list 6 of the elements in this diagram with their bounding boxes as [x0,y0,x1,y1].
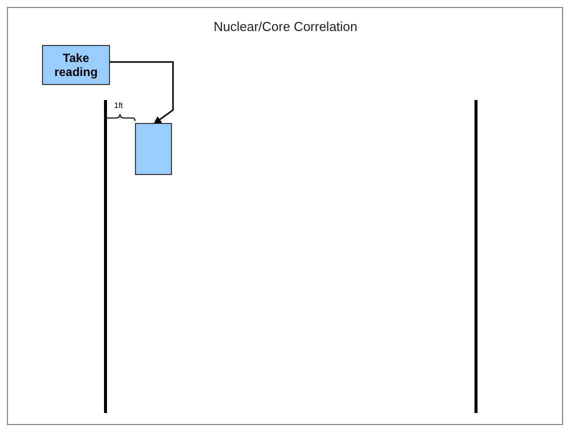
arrow [110,61,174,124]
dimension-label: 1ft [114,101,123,110]
container-box [135,123,172,175]
process-box [42,45,110,85]
box-label: Take reading [53,51,99,79]
diagram-title: Nuclear/Core Correlation [212,19,358,34]
